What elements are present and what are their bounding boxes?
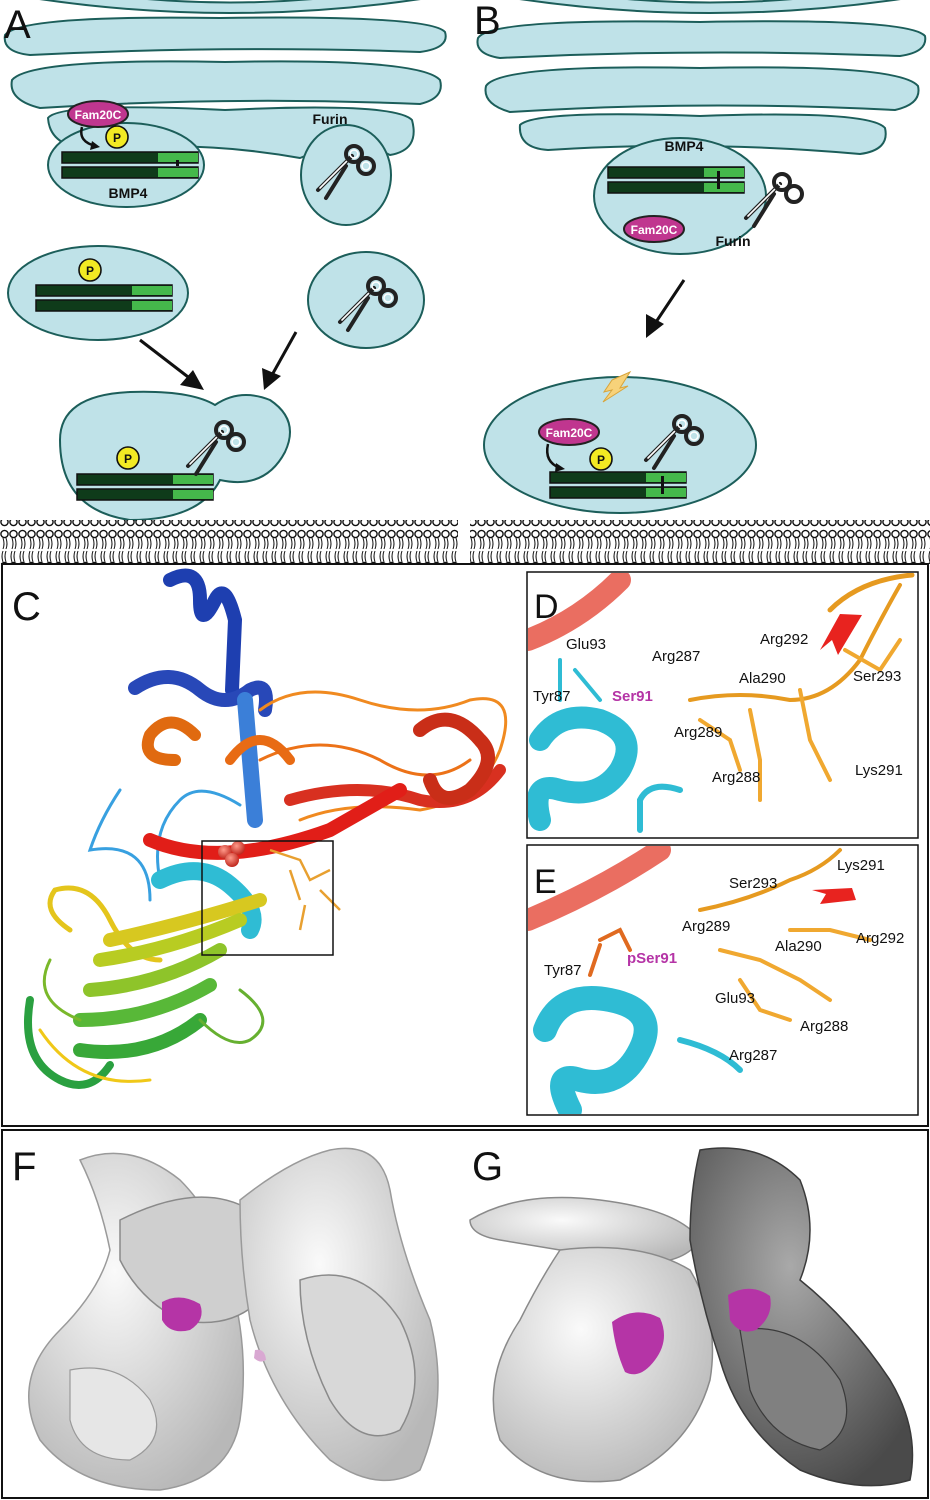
panel-label-e: E — [534, 863, 557, 901]
phospho-label-a2: P — [86, 264, 94, 278]
bmp4-strand-a1 — [61, 151, 199, 179]
label-e-arg287: Arg287 — [729, 1047, 777, 1064]
label-e-ala290: Ala290 — [775, 938, 822, 955]
label-e-arg288: Arg288 — [800, 1018, 848, 1035]
label-e-lys291: Lys291 — [837, 857, 885, 874]
transport-arrow-b — [646, 279, 686, 338]
phospho-badge-a1 — [105, 125, 129, 149]
furin-label-b: Furin — [716, 233, 751, 249]
phospho-label-a3: P — [124, 452, 132, 466]
label-e-arg292: Arg292 — [856, 930, 904, 947]
fam20c-label-a1: Fam20C — [75, 108, 122, 122]
ribbon-structure-c — [24, 568, 508, 1089]
phospho-label-a1: P — [113, 131, 121, 145]
surface-structure-f — [28, 1147, 439, 1491]
phospho-badge-b — [589, 447, 613, 471]
membrane-b — [470, 520, 930, 564]
fam20c-label-b2: Fam20C — [546, 426, 593, 440]
golgi-stack-a — [3, 0, 447, 226]
phospho-badge-a3 — [116, 446, 140, 470]
fam20c-badge-a1 — [67, 100, 129, 128]
label-e-arg289: Arg289 — [682, 918, 730, 935]
fam20c-badge-b1 — [623, 215, 685, 243]
phosphosite-g-left — [612, 1312, 664, 1375]
label-e-tyr87: Tyr87 — [544, 962, 582, 979]
panel-fg-frame — [1, 1129, 929, 1499]
furin-label-a: Furin — [313, 111, 348, 127]
label-d-ala290: Ala290 — [739, 670, 786, 687]
surface-structure-g — [469, 1147, 914, 1487]
label-d-arg289: Arg289 — [674, 724, 722, 741]
panel-label-c: C — [12, 585, 41, 629]
label-d-lys291: Lys291 — [855, 762, 903, 779]
phosphosite-g-right — [728, 1288, 771, 1332]
label-d-glu93: Glu93 — [566, 636, 606, 653]
phospho-label-b: P — [597, 453, 605, 467]
membrane-a — [0, 520, 458, 564]
cleavage-arrow-e — [812, 888, 856, 904]
panel-b-diagram: BMP4 Fam20C Furin Fam20C P — [476, 0, 927, 514]
label-d-ser293: Ser293 — [853, 668, 901, 685]
label-d-arg287: Arg287 — [652, 648, 700, 665]
panel-label-g: G — [472, 1145, 503, 1189]
bmp4-label-a: BMP4 — [109, 185, 148, 201]
label-d-tyr87: Tyr87 — [533, 688, 571, 705]
fam20c-badge-b2 — [538, 418, 600, 446]
fam20c-label-b1: Fam20C — [631, 223, 678, 237]
panel-label-f: F — [12, 1145, 36, 1189]
label-d-ser91: Ser91 — [612, 688, 653, 705]
panel-label-d: D — [534, 588, 559, 626]
golgi-stack-b — [476, 0, 927, 255]
panel-cde-frame — [1, 563, 929, 1127]
zoom-box-c — [201, 840, 334, 956]
label-d-arg288: Arg288 — [712, 769, 760, 786]
panel-label-a: A — [4, 3, 31, 47]
bmp4-label-b: BMP4 — [665, 138, 704, 154]
transport-arrows-a — [139, 331, 298, 390]
cleavage-arrow-d — [820, 614, 862, 655]
panel-label-b: B — [474, 0, 501, 43]
fused-vesicle-a — [58, 390, 291, 522]
label-d-arg292: Arg292 — [760, 631, 808, 648]
panel-a-diagram: Fam20C P BMP4 Furin P P — [3, 0, 447, 522]
label-e-pser91: pSer91 — [627, 950, 677, 967]
activation-bolt-icon — [602, 370, 632, 403]
phospho-badge-a2 — [78, 258, 102, 282]
label-e-ser293: Ser293 — [729, 875, 777, 892]
label-e-glu93: Glu93 — [715, 990, 755, 1007]
phosphosite-f — [162, 1297, 202, 1332]
panel-e: E Lys291 Ser293 Arg289 Ala290 Arg292 Tyr… — [526, 844, 919, 1116]
panel-d: D Glu93 Tyr87 Ser91 Arg287 Arg289 Arg288… — [526, 571, 919, 839]
